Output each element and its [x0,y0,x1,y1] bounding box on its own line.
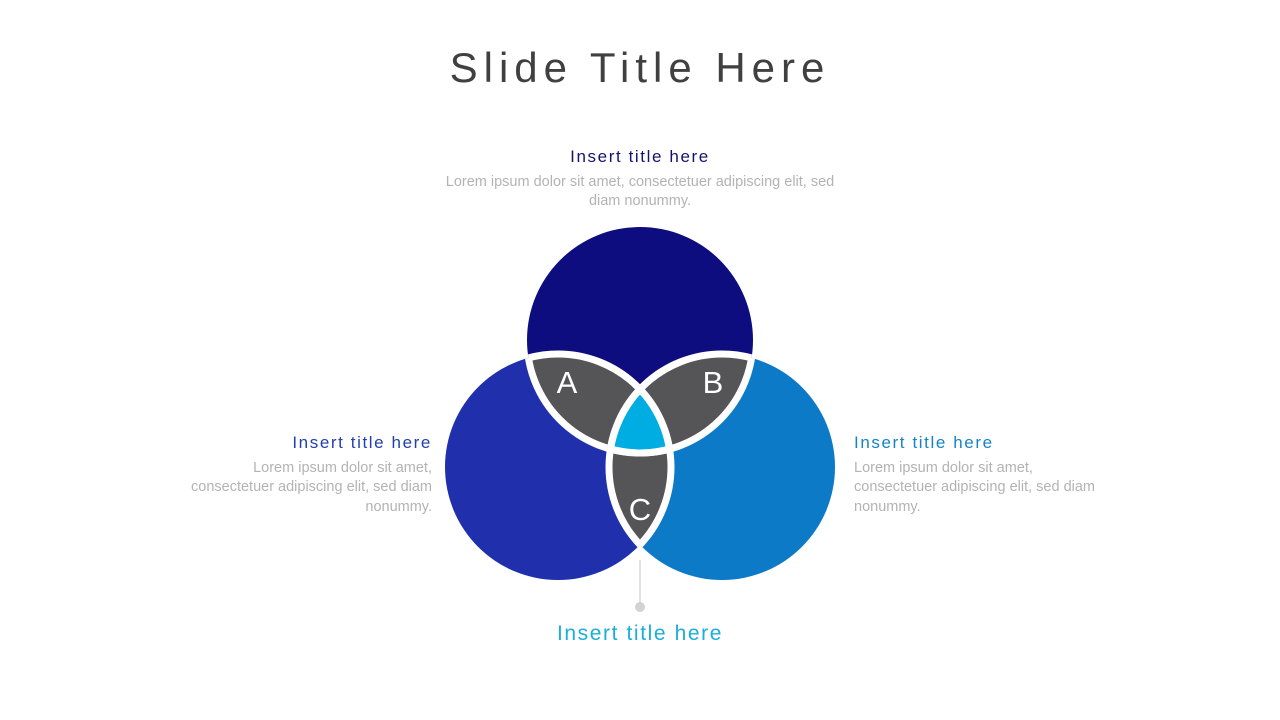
callout-right-title: Insert title here [854,433,994,452]
venn-region-a [527,354,671,453]
callout-right: Insert title here Lorem ipsum dolor sit … [854,432,1106,517]
callout-top: Insert title here Lorem ipsum dolor sit … [440,146,840,212]
venn-label-b: B [703,365,724,400]
venn-separators [523,350,757,580]
callout-bottom: Insert title here [490,618,790,656]
connector-dot [635,602,645,612]
page-title: Slide Title Here [449,44,831,91]
venn-label-a: A [557,365,578,400]
venn-diagram: A B C [435,220,845,620]
callout-bottom-title: Insert title here [556,622,724,645]
callout-left-body: Lorem ipsum dolor sit amet, consectetuer… [191,460,432,515]
callout-top-title: Insert title here [570,147,710,166]
venn-region-b [609,354,753,453]
venn-label-c: C [629,492,651,527]
callout-top-body: Lorem ipsum dolor sit amet, consectetuer… [445,174,835,210]
callout-right-body: Lorem ipsum dolor sit amet, consectetuer… [854,460,1095,515]
callout-left-title: Insert title here [292,433,432,452]
callout-left: Insert title here Lorem ipsum dolor sit … [180,432,432,517]
